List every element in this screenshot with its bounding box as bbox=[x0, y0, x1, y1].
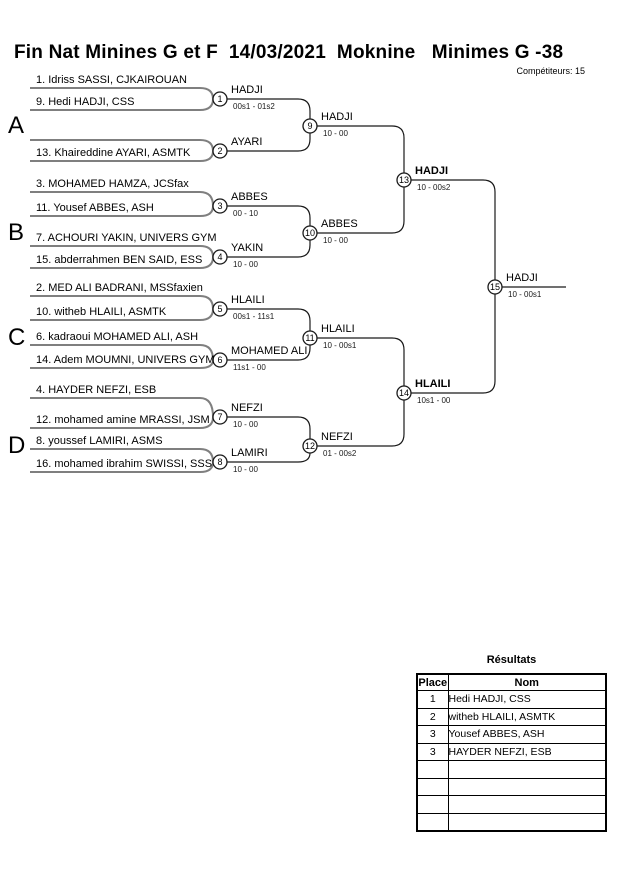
participant-name: 8. youssef LAMIRI, ASMS bbox=[36, 435, 163, 447]
match-number: 2 bbox=[217, 146, 223, 156]
group-label-c: C bbox=[8, 324, 26, 351]
result-name bbox=[447, 777, 607, 796]
match-score: 10 - 00s1 bbox=[508, 290, 542, 299]
table-row bbox=[416, 760, 607, 779]
match-number: 10 bbox=[304, 228, 315, 238]
participant-name: 1. Idriss SASSI, CJKAIROUAN bbox=[36, 74, 187, 86]
match-number: 14 bbox=[398, 388, 409, 398]
match-score: 00s1 - 11s1 bbox=[233, 312, 275, 321]
participant-name: 10. witheb HLAILI, ASMTK bbox=[36, 306, 167, 318]
results-col-nom: Nom bbox=[447, 673, 607, 691]
match-score: 00s1 - 01s2 bbox=[233, 102, 275, 111]
result-place bbox=[416, 812, 449, 832]
match-winner-label: HLAILI bbox=[231, 294, 265, 306]
results-table: Place Nom 1 Hedi HADJI, CSS 2 witheb HLA… bbox=[416, 673, 607, 832]
match-number: 3 bbox=[217, 201, 223, 211]
match-winner-label: NEFZI bbox=[231, 402, 263, 414]
table-row: 2 witheb HLAILI, ASMTK bbox=[416, 707, 607, 726]
match-winner-label: HLAILI bbox=[321, 323, 355, 335]
match-circles bbox=[212, 91, 503, 470]
table-row: 3 Yousef ABBES, ASH bbox=[416, 725, 607, 744]
match-score: 01 - 00s2 bbox=[323, 449, 357, 458]
match-score: 10 - 00s1 bbox=[323, 341, 357, 350]
match-number: 4 bbox=[217, 252, 223, 262]
match-number: 9 bbox=[307, 121, 313, 131]
match-number: 6 bbox=[217, 355, 223, 365]
group-label-b: B bbox=[8, 219, 25, 246]
match-number: 13 bbox=[398, 175, 409, 185]
match-number: 8 bbox=[217, 457, 223, 467]
result-place: 3 bbox=[416, 725, 449, 744]
participant-name: 4. HAYDER NEFZI, ESB bbox=[36, 384, 157, 396]
match-score: 10 - 00s2 bbox=[417, 183, 451, 192]
participant-name: 9. Hedi HADJI, CSS bbox=[36, 96, 135, 108]
table-row bbox=[416, 795, 607, 814]
result-place bbox=[416, 760, 449, 779]
match-winner-label: LAMIRI bbox=[231, 447, 268, 459]
match-winner-label: HLAILI bbox=[415, 378, 451, 390]
results-title: Résultats bbox=[486, 654, 537, 666]
match-score: 11s1 - 00 bbox=[233, 363, 266, 372]
result-place bbox=[416, 795, 449, 814]
participant-name: 7. ACHOURI YAKIN, UNIVERS GYM bbox=[36, 232, 217, 244]
result-name bbox=[447, 812, 607, 832]
match-score: 10 - 00 bbox=[233, 465, 258, 474]
match-score: 10 - 00 bbox=[233, 260, 258, 269]
match-winner-label: HADJI bbox=[231, 84, 263, 96]
match-winner-label: HADJI bbox=[321, 111, 353, 123]
result-place: 3 bbox=[416, 742, 449, 761]
competitors-count: Compétiteurs: 15 bbox=[516, 66, 585, 76]
match-number: 15 bbox=[489, 282, 500, 292]
result-name bbox=[447, 795, 607, 814]
participant-name: 12. mohamed amine MRASSI, JSM bbox=[36, 414, 210, 426]
match-winner-label: ABBES bbox=[231, 191, 268, 203]
table-row bbox=[416, 812, 607, 832]
result-place: 2 bbox=[416, 707, 449, 726]
participant-name: 16. mohamed ibrahim SWISSI, SSS bbox=[36, 458, 213, 470]
results-col-place: Place bbox=[416, 673, 449, 691]
match-score: 00 - 10 bbox=[233, 209, 258, 218]
match-number: 11 bbox=[305, 333, 315, 343]
participant-name: 6. kadraoui MOHAMED ALI, ASH bbox=[36, 331, 199, 343]
result-place bbox=[416, 777, 449, 796]
match-number: 7 bbox=[217, 412, 223, 422]
match-winner-label: AYARI bbox=[231, 136, 263, 148]
match-winner-label: ABBES bbox=[321, 218, 358, 230]
result-name: witheb HLAILI, ASMTK bbox=[447, 707, 607, 726]
table-row: 1 Hedi HADJI, CSS bbox=[416, 690, 607, 709]
match-number: 5 bbox=[217, 304, 223, 314]
match-winner-label: HADJI bbox=[506, 272, 538, 284]
participant-name: 2. MED ALI BADRANI, MSSfaxien bbox=[36, 282, 203, 294]
match-score: 10 - 00 bbox=[233, 420, 258, 429]
match-winner-label: YAKIN bbox=[231, 242, 264, 254]
group-label-d: D bbox=[8, 432, 26, 459]
result-place: 1 bbox=[416, 690, 449, 709]
results-header-row: Place Nom bbox=[416, 673, 607, 691]
match-number: 12 bbox=[304, 441, 315, 451]
winner-connector-lines bbox=[227, 98, 566, 463]
match-score: 10 - 00 bbox=[323, 236, 348, 245]
match-winner-label: NEFZI bbox=[321, 431, 353, 443]
table-row: 3 HAYDER NEFZI, ESB bbox=[416, 742, 607, 761]
participant-name: 15. abderrahmen BEN SAID, ESS bbox=[36, 254, 203, 266]
participant-name: 11. Yousef ABBES, ASH bbox=[36, 202, 154, 214]
match-number: 1 bbox=[217, 94, 223, 104]
match-winner-label: HADJI bbox=[415, 165, 449, 177]
result-name: HAYDER NEFZI, ESB bbox=[447, 742, 607, 761]
table-row bbox=[416, 777, 607, 796]
result-name bbox=[447, 760, 607, 779]
match-winner-label: MOHAMED ALI bbox=[231, 345, 308, 357]
result-name: Yousef ABBES, ASH bbox=[447, 725, 607, 744]
participant-name: 13. Khaireddine AYARI, ASMTK bbox=[36, 147, 191, 159]
participant-name: 14. Adem MOUMNI, UNIVERS GYM bbox=[36, 354, 215, 366]
group-label-a: A bbox=[8, 112, 25, 139]
result-name: Hedi HADJI, CSS bbox=[447, 690, 607, 709]
match-score: 10 - 00 bbox=[323, 129, 348, 138]
match-score: 10s1 - 00 bbox=[417, 396, 451, 405]
participant-name: 3. MOHAMED HAMZA, JCSfax bbox=[36, 178, 189, 190]
page-title: Fin Nat Minines G et F 14/03/2021 Moknin… bbox=[14, 42, 564, 63]
